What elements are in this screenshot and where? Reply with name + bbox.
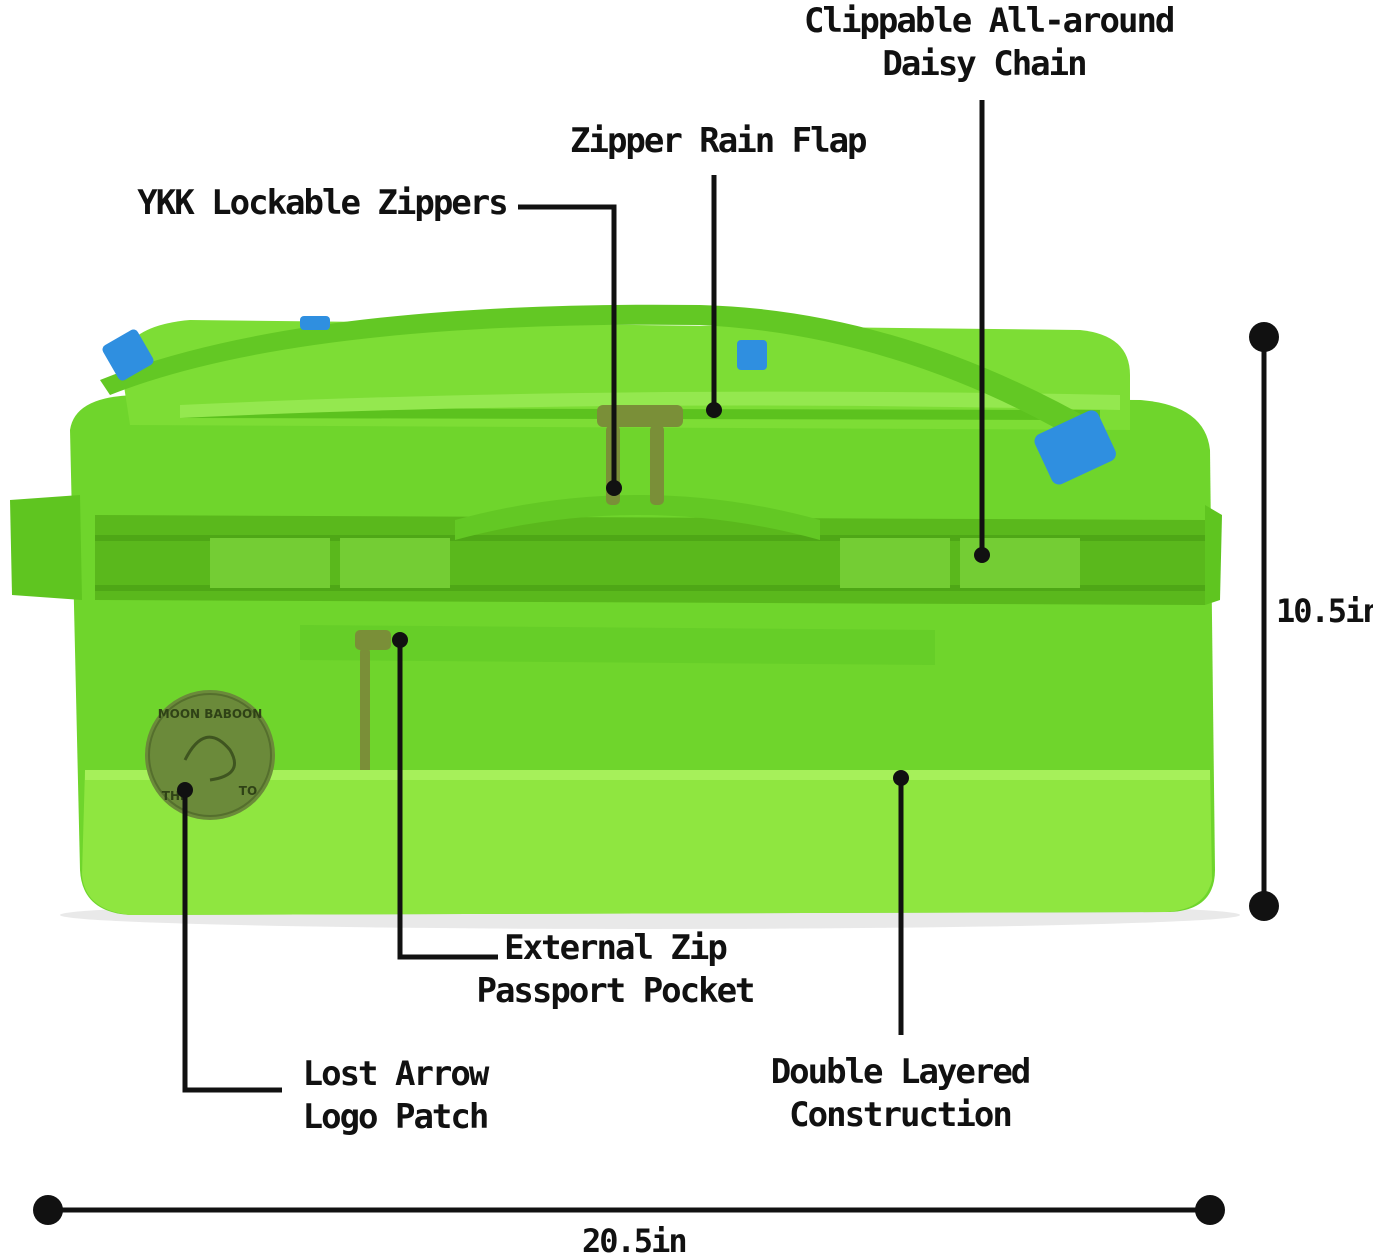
width-dimension bbox=[33, 1195, 1225, 1225]
side-handle-left bbox=[10, 495, 82, 600]
side-handle-right bbox=[1205, 505, 1222, 605]
callout-lines bbox=[177, 100, 990, 1093]
callout-rain-flap-line-1: Zipper Rain Flap bbox=[570, 121, 868, 161]
buckle-right bbox=[1034, 410, 1116, 485]
callout-logo-patch-line-2: Logo Patch bbox=[302, 1097, 490, 1137]
callout-passport-pocket-line-1: External Zip bbox=[504, 928, 728, 968]
callout-passport-pocket-line-2: Passport Pocket bbox=[476, 971, 755, 1011]
width-label: 20.5in bbox=[582, 1222, 688, 1260]
passport-pocket bbox=[300, 625, 935, 665]
callout-logo-patch-line-1: Lost Arrow bbox=[302, 1054, 490, 1094]
callout-construction-line-1: Double Layered bbox=[770, 1052, 1032, 1092]
carry-handle bbox=[455, 495, 820, 540]
callout-zippers-line-1: YKK Lockable Zippers bbox=[137, 183, 508, 223]
patch-text-right: TO bbox=[239, 784, 257, 798]
callout-rain-flap: Zipper Rain Flap bbox=[570, 120, 868, 163]
logo-patch: MOON BABOON THE TO bbox=[145, 690, 275, 820]
callout-construction-line-2: Construction bbox=[789, 1095, 1013, 1135]
callout-logo-patch: Lost Arrow Logo Patch bbox=[290, 1053, 500, 1139]
callout-daisy-chain: Clippable All-around Daisy Chain bbox=[804, 0, 1175, 86]
callout-passport-pocket: External Zip Passport Pocket bbox=[470, 927, 760, 1013]
buckle-top bbox=[737, 340, 767, 370]
callout-daisy-chain-line-1: Clippable All-around bbox=[804, 1, 1175, 41]
patch-text-top: MOON BABOON bbox=[158, 707, 263, 721]
height-label: 10.5in bbox=[1276, 592, 1373, 630]
double-layer-base bbox=[82, 770, 1212, 915]
callout-zippers: YKK Lockable Zippers bbox=[132, 182, 512, 225]
buckle-left bbox=[102, 329, 154, 381]
callout-construction: Double Layered Construction bbox=[760, 1051, 1040, 1137]
zipper-rain-flap bbox=[180, 391, 1120, 418]
height-dimension bbox=[1249, 322, 1279, 921]
shoulder-strap bbox=[100, 304, 1100, 445]
callout-daisy-chain-line-2: Daisy Chain bbox=[882, 44, 1087, 84]
